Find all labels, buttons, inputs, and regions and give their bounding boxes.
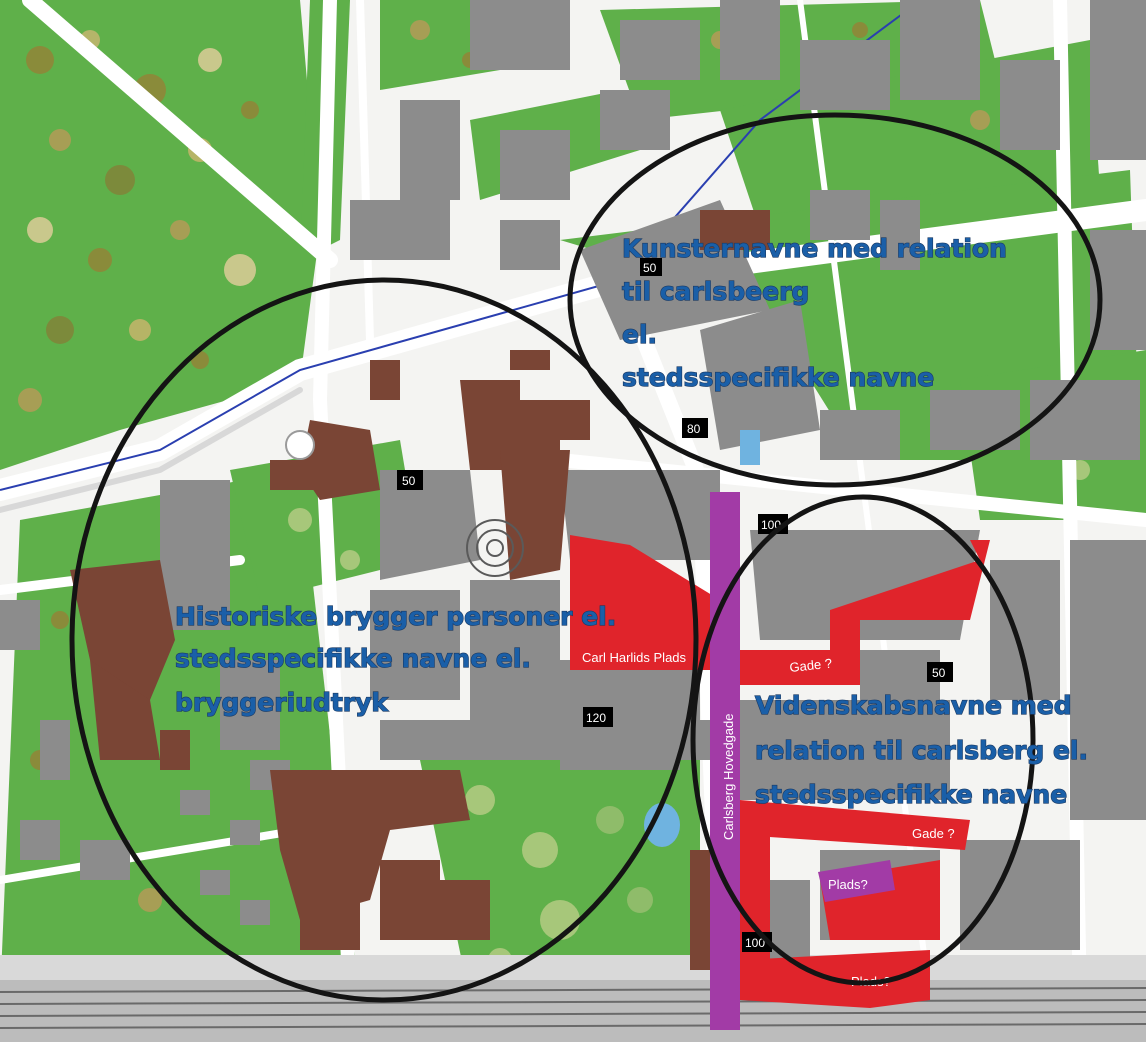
zone-text-line: til carlsbeerg [622,277,809,306]
carlsberg-hovedgade-label: Carlsberg Hovedgade [721,714,736,840]
plads-1-area [818,860,895,902]
height-label: 50 [402,474,416,488]
carl-harlids-plads-label: Carl Harlids Plads [582,650,687,665]
zone-text-line: bryggeriudtryk [175,688,389,717]
height-label: 120 [586,711,606,725]
water-pool [740,430,760,465]
pond [644,803,680,847]
zone-text-line: el. [622,320,657,349]
zone-science-outline [690,494,1036,986]
tree-dots [18,20,1090,972]
height-label: 50 [932,666,946,680]
zone-text-line: stedsspecifikke navne [622,363,934,392]
height-label: 100 [745,936,765,950]
zone-text-line: Historiske brygger personer el. [175,602,616,631]
zone-text-line: stedsspecifikke navne el. [175,644,531,673]
zone-text-line: relation til carlsberg el. [755,736,1088,765]
height-label: 80 [687,422,701,436]
zone-artist-names-text: Kunsternavne med relation til carlsbeerg… [622,234,1016,392]
zone-science-names-text: Videnskabsnavne med relation til carlsbe… [755,691,1097,809]
gade-1-label: Gade ? [789,656,833,675]
zone-text-line: stedsspecifikke navne [755,780,1067,809]
gade-2-label: Gade ? [912,826,955,841]
zone-artist-outline [567,112,1103,488]
zone-text-line: Kunsternavne med relation [622,234,1007,263]
plads-1-label: Plads? [828,877,868,892]
zone-historic-outline [69,277,699,1003]
historic-buildings [70,210,770,970]
zone-historic-brewers-text: Historiske brygger personer el. stedsspe… [175,602,625,717]
fountain-circle [285,430,315,460]
zone-outlines [69,112,1103,1003]
railway [0,955,1146,1042]
rosette-plaza [466,519,524,577]
blue-boundary-line [0,11,906,491]
height-label: 50 [643,261,657,275]
zone-text-line: Videnskabsnavne med [755,691,1072,720]
